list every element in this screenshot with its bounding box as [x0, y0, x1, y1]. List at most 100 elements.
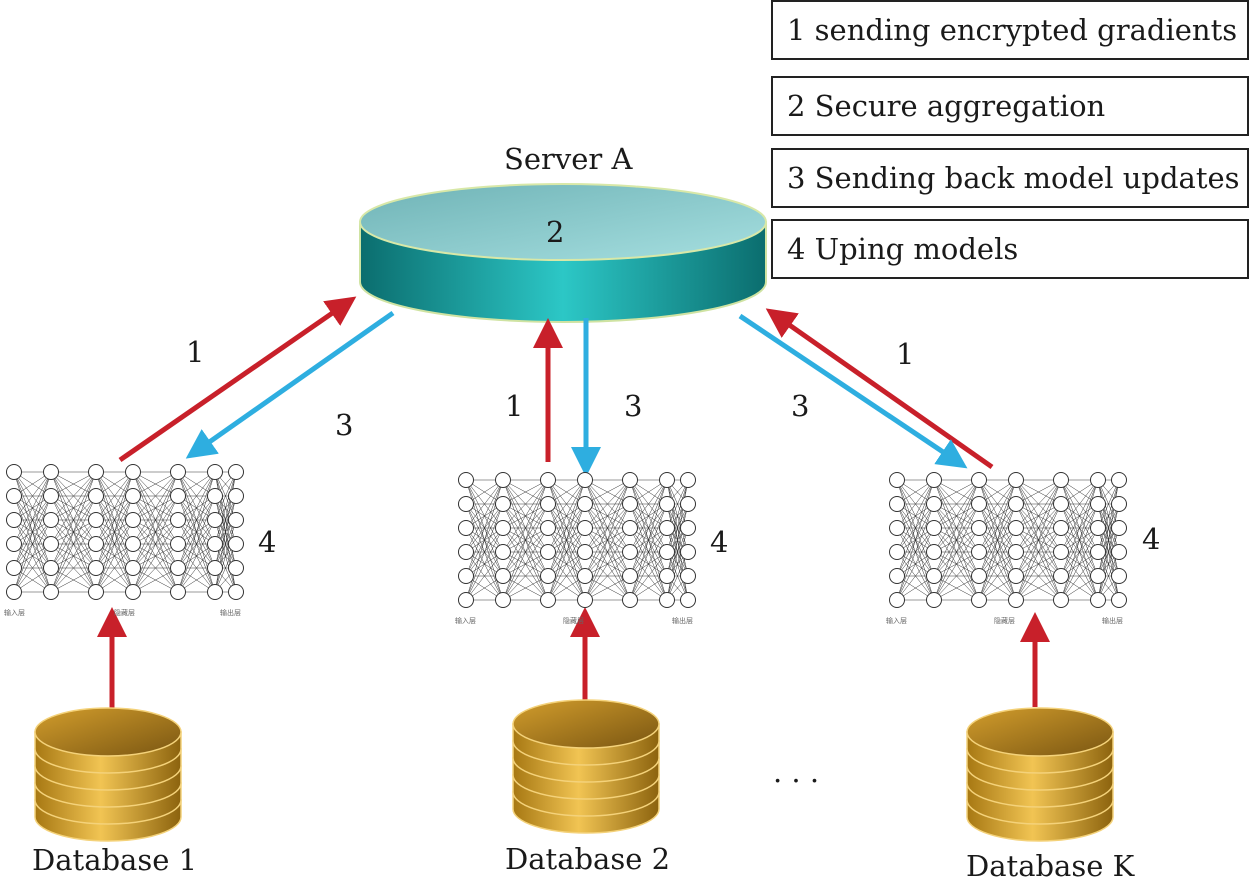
- nn-connection: [132, 471, 179, 569]
- nn-node: [170, 560, 186, 576]
- nn-node: [207, 584, 223, 600]
- nn-connection: [933, 479, 980, 529]
- nn-node: [88, 536, 104, 552]
- nn-1-hidden-caption: 隐藏层: [114, 609, 135, 617]
- nn-connection: [978, 479, 1017, 529]
- nn-connection: [584, 503, 631, 601]
- nn-connection: [933, 479, 980, 505]
- nn-connection: [465, 479, 504, 577]
- neural-network-1: [6, 464, 244, 600]
- nn-connection: [13, 495, 52, 593]
- nn-node: [1111, 568, 1127, 584]
- database-k-cylinder: [966, 707, 1114, 842]
- nn-node: [43, 512, 59, 528]
- nn-node: [577, 472, 593, 488]
- database-2-label: Database 2: [505, 842, 671, 876]
- nn-node: [458, 568, 474, 584]
- nn-connection: [896, 551, 935, 601]
- nn-connection: [629, 479, 668, 529]
- nn-node: [207, 512, 223, 528]
- nn-connection: [933, 575, 980, 601]
- nn-connection: [13, 519, 52, 593]
- nn-connection: [896, 527, 935, 601]
- nn-connection: [1097, 551, 1120, 601]
- nn-node: [622, 520, 638, 536]
- nn-node: [1008, 472, 1024, 488]
- nn-node: [1008, 496, 1024, 512]
- nn-connection: [584, 479, 631, 601]
- nn-k-input-caption: 输入层: [886, 617, 907, 625]
- nn-connection: [666, 503, 689, 601]
- nn-node: [971, 592, 987, 608]
- nn-connection: [584, 479, 631, 553]
- nn-node: [170, 584, 186, 600]
- nn-node: [6, 560, 22, 576]
- legend-item-3: 3 Sending back model updates: [771, 148, 1249, 208]
- return-arrow-client-1: [185, 310, 395, 459]
- nn-connection: [1060, 503, 1099, 601]
- nn-connection: [666, 527, 689, 601]
- nn-node: [1090, 520, 1106, 536]
- nn-connection: [978, 527, 1017, 601]
- nn-node: [88, 512, 104, 528]
- nn-connection: [465, 527, 504, 601]
- nn-node: [659, 544, 675, 560]
- arrows: [97, 296, 1050, 708]
- legend-text: 1 sending encrypted gradients: [787, 13, 1238, 47]
- step-label-update-client-2: 4: [710, 525, 729, 559]
- nn-node: [1090, 472, 1106, 488]
- nn-node: [540, 544, 556, 560]
- nn-connection: [214, 519, 237, 593]
- nn-connection: [1015, 479, 1062, 601]
- nn-node: [88, 560, 104, 576]
- nn-connection: [132, 471, 179, 521]
- nn-connection: [13, 471, 52, 545]
- nn-connection: [177, 471, 216, 569]
- nn-connection: [978, 503, 1017, 601]
- nn-connection: [1060, 551, 1099, 601]
- nn-node: [926, 568, 942, 584]
- step-label-send-client-k: 1: [896, 337, 915, 371]
- nn-connection: [978, 479, 1017, 553]
- nn-node: [889, 568, 905, 584]
- nn-node: [1111, 472, 1127, 488]
- nn-node: [125, 488, 141, 504]
- nn-node: [1053, 496, 1069, 512]
- nn-node: [926, 472, 942, 488]
- nn-node: [971, 496, 987, 512]
- nn-connection: [132, 471, 179, 545]
- nn-connection: [95, 471, 134, 545]
- nn-connection: [584, 575, 631, 601]
- nn-node: [577, 496, 593, 512]
- nn-node: [207, 488, 223, 504]
- nn-node: [88, 488, 104, 504]
- nn-connection: [978, 479, 1017, 577]
- nn-connection: [1015, 527, 1062, 601]
- nn-node: [207, 536, 223, 552]
- nn-2-hidden-caption: 隐藏层: [563, 617, 584, 625]
- nn-node: [577, 568, 593, 584]
- nn-node: [1008, 544, 1024, 560]
- neural-network-2: [458, 472, 696, 608]
- nn-node: [680, 472, 696, 488]
- nn-connection: [502, 527, 549, 601]
- nn-connection: [13, 471, 52, 521]
- nn-node: [88, 464, 104, 480]
- nn-node: [1053, 592, 1069, 608]
- nn-connection: [50, 471, 97, 569]
- nn-node: [1111, 520, 1127, 536]
- nn-node: [680, 592, 696, 608]
- nn-node: [622, 568, 638, 584]
- nn-node: [622, 544, 638, 560]
- nn-connection: [214, 495, 237, 593]
- nn-connection: [666, 479, 689, 577]
- nn-connection: [95, 543, 134, 593]
- nn-node: [540, 472, 556, 488]
- legend-text: 3 Sending back model updates: [787, 161, 1240, 195]
- nn-connection: [1060, 479, 1099, 529]
- legend-text: 2 Secure aggregation: [787, 89, 1106, 123]
- step-label-send-client-1: 1: [186, 335, 205, 369]
- nn-node: [659, 496, 675, 512]
- nn-connection: [1015, 479, 1062, 553]
- nn-node: [458, 544, 474, 560]
